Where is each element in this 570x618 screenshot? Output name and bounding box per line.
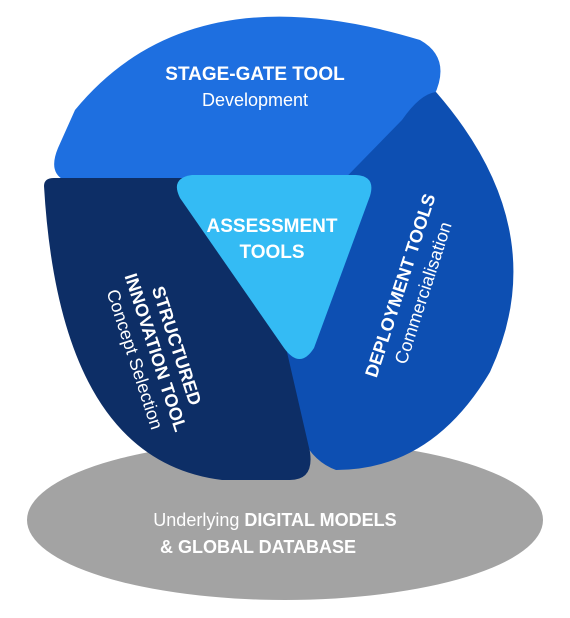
stage-gate-segment[interactable] <box>54 16 441 181</box>
stage-gate-title: STAGE-GATE TOOL <box>165 64 345 85</box>
base-ellipse <box>27 440 543 600</box>
assessment-title-line2: TOOLS <box>239 242 304 263</box>
stage-gate-subtitle: Development <box>202 90 308 110</box>
assessment-title-line1: ASSESSMENT <box>207 216 338 237</box>
deployment-segment[interactable] <box>234 92 514 470</box>
base-line2: & GLOBAL DATABASE <box>160 537 356 557</box>
base-prefix: Underlying <box>153 510 239 530</box>
base-emphasis: DIGITAL MODELS <box>244 510 396 530</box>
assessment-segment[interactable] <box>176 175 372 359</box>
